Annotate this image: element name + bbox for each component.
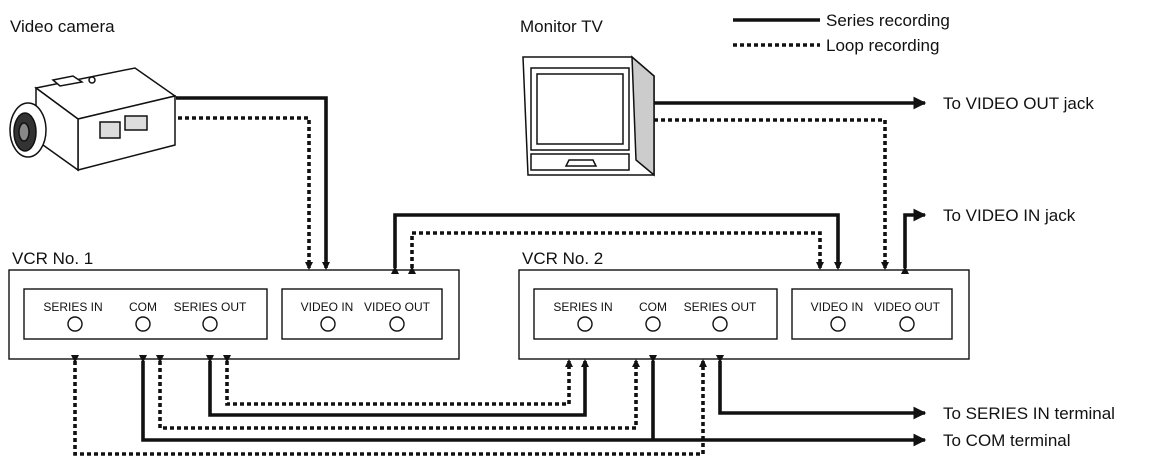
series-out-to-series-in-line	[206, 355, 589, 417]
com-terminal-line	[139, 355, 927, 447]
vcr1-jack-label-com: COM	[129, 300, 157, 314]
vcr2-com-jack	[645, 316, 661, 332]
monitor-label: Monitor TV	[520, 17, 603, 36]
vcr2-video-in-jack	[830, 316, 846, 332]
monitor-to-vcr2-loop-line	[654, 118, 889, 270]
com-terminal-label: To COM terminal	[943, 431, 1071, 450]
camera-to-vcr1-loop-line	[178, 116, 313, 270]
vcr1-jacks: SERIES IN COM SERIES OUT VIDEO IN VIDEO …	[43, 300, 431, 332]
series-loop-return-line	[71, 355, 707, 456]
vcr2-video-panel	[791, 288, 953, 340]
vcr1-jack-label-video-in: VIDEO IN	[301, 300, 354, 314]
vcr1-video-out-jack	[389, 316, 405, 332]
vcr2-series-panel	[533, 288, 778, 340]
vcr1-series-in-jack	[67, 316, 83, 332]
vcr1-jack-label-series-out: SERIES OUT	[174, 300, 247, 314]
vcr1-video-in-jack	[320, 316, 336, 332]
vcr2-label: VCR No. 2	[522, 249, 603, 268]
camera-to-vcr1-series-line	[176, 96, 330, 270]
video-out-label: To VIDEO OUT jack	[943, 94, 1094, 113]
vcr1-vcr2-video-loop-line	[408, 231, 824, 274]
monitor-tv-icon	[522, 55, 655, 177]
vcr2-jack-label-video-in: VIDEO IN	[811, 300, 864, 314]
series-in-terminal-label: To SERIES IN terminal	[943, 404, 1115, 423]
vcr2-to-video-in-line	[901, 208, 927, 274]
legend-series-label: Series recording	[826, 11, 950, 30]
vcr1-com-jack	[135, 316, 151, 332]
series-in-terminal-line	[716, 355, 927, 420]
vcr2-jack-label-series-out: SERIES OUT	[684, 300, 757, 314]
legend-loop-label: Loop recording	[826, 36, 939, 55]
vcr2-video-out-jack	[899, 316, 915, 332]
vcr1-series-panel	[23, 288, 268, 340]
vcr2-jack-label-series-in: SERIES IN	[553, 300, 612, 314]
vcr1-series-out-jack	[202, 316, 218, 332]
vcr1-video-panel	[281, 288, 443, 340]
vcr2-jacks: SERIES IN COM SERIES OUT VIDEO IN VIDEO …	[553, 300, 941, 332]
series-loop-line	[223, 355, 573, 406]
video-camera-icon	[9, 67, 177, 172]
vcr2-series-in-jack	[577, 316, 593, 332]
video-in-label: To VIDEO IN jack	[943, 206, 1076, 225]
com-loop-line	[156, 355, 640, 430]
legend: Series recording Loop recording	[733, 11, 950, 55]
camera-label: Video camera	[10, 17, 115, 36]
vcr2-series-out-jack	[712, 316, 728, 332]
vcr1-vcr2-video-series-line	[391, 213, 842, 274]
vcr2-jack-label-video-out: VIDEO OUT	[874, 300, 941, 314]
vcr1-label: VCR No. 1	[12, 249, 93, 268]
vcr1-jack-label-video-out: VIDEO OUT	[364, 300, 431, 314]
vcr2-jack-label-com: COM	[639, 300, 667, 314]
vcr1-jack-label-series-in: SERIES IN	[43, 300, 102, 314]
